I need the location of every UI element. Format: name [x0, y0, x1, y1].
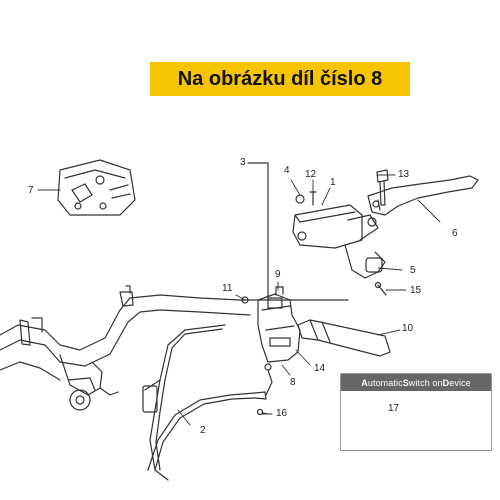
callout-5: 5 — [410, 265, 416, 276]
asd-title-letter-s: S — [402, 377, 409, 388]
wiring-cable — [142, 324, 226, 481]
part-13-bolt — [376, 169, 389, 206]
asd-title-word-1: utomatic — [367, 377, 403, 388]
callout-17: 17 — [388, 403, 400, 414]
callout-16: 16 — [276, 408, 288, 419]
callout-15: 15 — [410, 285, 422, 296]
part-1-master-cylinder — [292, 204, 386, 279]
part-2-cable — [147, 363, 273, 471]
callout-7: 7 — [28, 185, 34, 196]
part-11-screw — [241, 296, 249, 304]
callout-2: 2 — [200, 425, 206, 436]
callout-4: 4 — [284, 165, 290, 176]
asd-title-letter-d: D — [442, 377, 450, 388]
asd-title-word-2: witch on — [408, 377, 443, 388]
callout-11: 11 — [222, 283, 233, 294]
callout-6: 6 — [452, 228, 458, 239]
callout-12: 12 — [305, 169, 317, 180]
callout-10: 10 — [402, 323, 414, 334]
part-9-switch-housing — [257, 286, 301, 363]
part-6-brake-lever — [367, 175, 479, 216]
callout-9: 9 — [275, 269, 281, 280]
callout-14: 14 — [314, 363, 326, 374]
asd-title-word-3: evice — [449, 377, 471, 388]
callout-leader-lines — [37, 174, 441, 426]
banner-text: Na obrázku díl číslo 8 — [177, 67, 383, 90]
part-3-group-bracket — [247, 162, 349, 301]
handlebar-frame — [0, 285, 271, 411]
asd-title-letter-a: A — [361, 377, 368, 388]
callout-3: 3 — [240, 157, 246, 168]
part-7-bracket-drawing — [57, 159, 136, 216]
callout-1: 1 — [330, 177, 336, 188]
part-15-screw — [374, 281, 387, 296]
callout-8: 8 — [290, 377, 296, 388]
part-10-grip — [297, 319, 391, 357]
callout-13: 13 — [398, 169, 410, 180]
part-number-banner: Na obrázku díl číslo 8 — [150, 62, 410, 96]
